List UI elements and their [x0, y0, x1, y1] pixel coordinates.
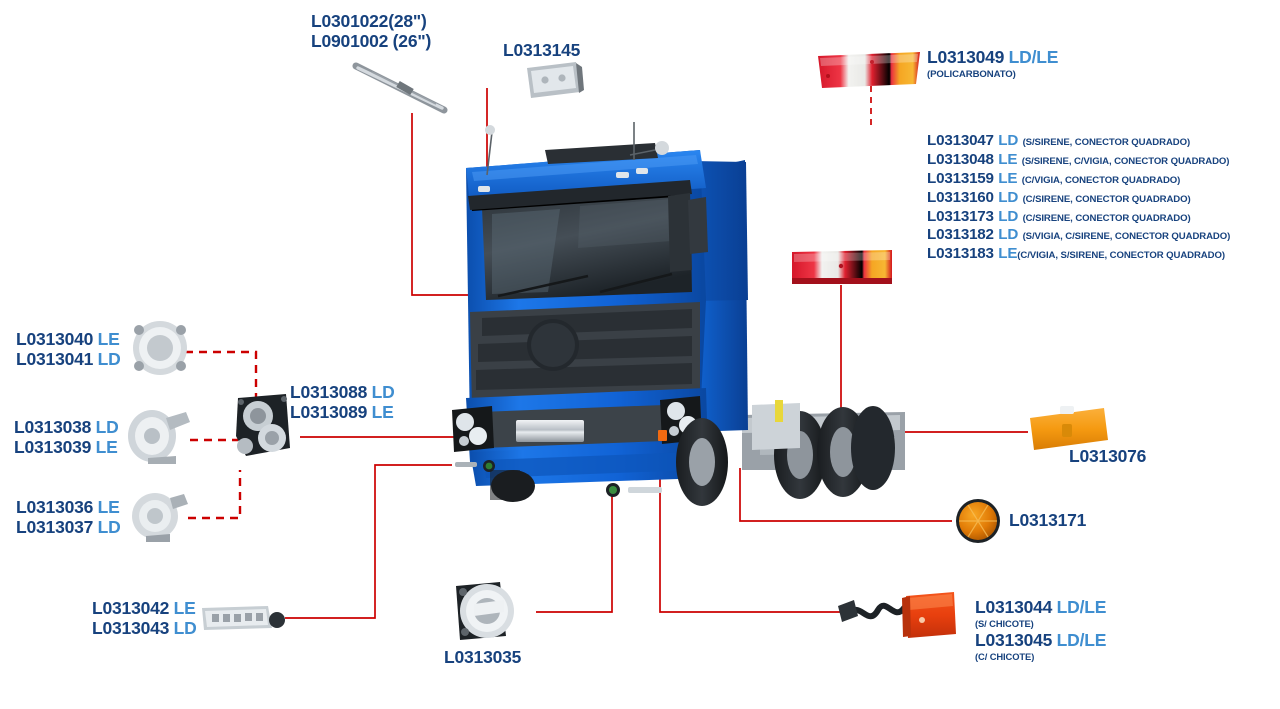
part-round-amber-reflector: [956, 499, 1000, 543]
part-headlamp-turn-module: [133, 321, 187, 375]
callout-tail-list: L0313047 LD (S/SIRENE, CONECTOR QUADRADO…: [927, 132, 1231, 263]
part-amber-side-marker: [1030, 406, 1108, 450]
callout-lens-top: L0313040 LE L0313041 LD: [16, 329, 121, 369]
callout-reflector-round: L0313171: [1009, 510, 1087, 530]
part-led-drl-strip: [202, 606, 285, 630]
callout-roof-marker: L0313145: [503, 40, 581, 60]
part-tail-lamp-assembly: [792, 250, 892, 284]
callout-lens-mid: L0313038 LD L0313039 LE: [14, 417, 119, 457]
callout-side-marker-amber: L0313076: [1069, 446, 1147, 466]
part-headlamp-reflector-module: [128, 410, 190, 464]
callout-lens-bot: L0313036 LE L0313037 LD: [16, 497, 121, 537]
callout-fog-lamp: L0313035: [444, 647, 522, 667]
callout-tail-poly: L0313049 LD/LE (POLICARBONATO): [927, 47, 1059, 80]
callout-wiper: L0301022(28") L0901002 (26"): [311, 11, 432, 51]
sub-assembly-lines: [185, 350, 258, 520]
truck-headlamp-left: [452, 406, 494, 452]
part-amber-marker-with-harness: [838, 592, 956, 638]
part-clear-marker-lamp: [527, 62, 584, 98]
part-round-fog-lamp: [456, 582, 514, 640]
truck-illustration: [452, 122, 905, 506]
callout-headlamp-housing: L0313088 LD L0313089 LE: [290, 382, 395, 422]
part-tail-lamp-polycarbonate: [818, 52, 920, 88]
callout-marker-harness: L0313044 LD/LE (S/ CHICOTE) L0313045 LD/…: [975, 597, 1107, 662]
part-headlamp-bulb-module: [132, 493, 188, 542]
callout-drl-strip: L0313042 LE L0313043 LD: [92, 598, 197, 638]
part-wiper-blade: [352, 62, 448, 114]
part-headlamp-housing: [236, 394, 290, 456]
